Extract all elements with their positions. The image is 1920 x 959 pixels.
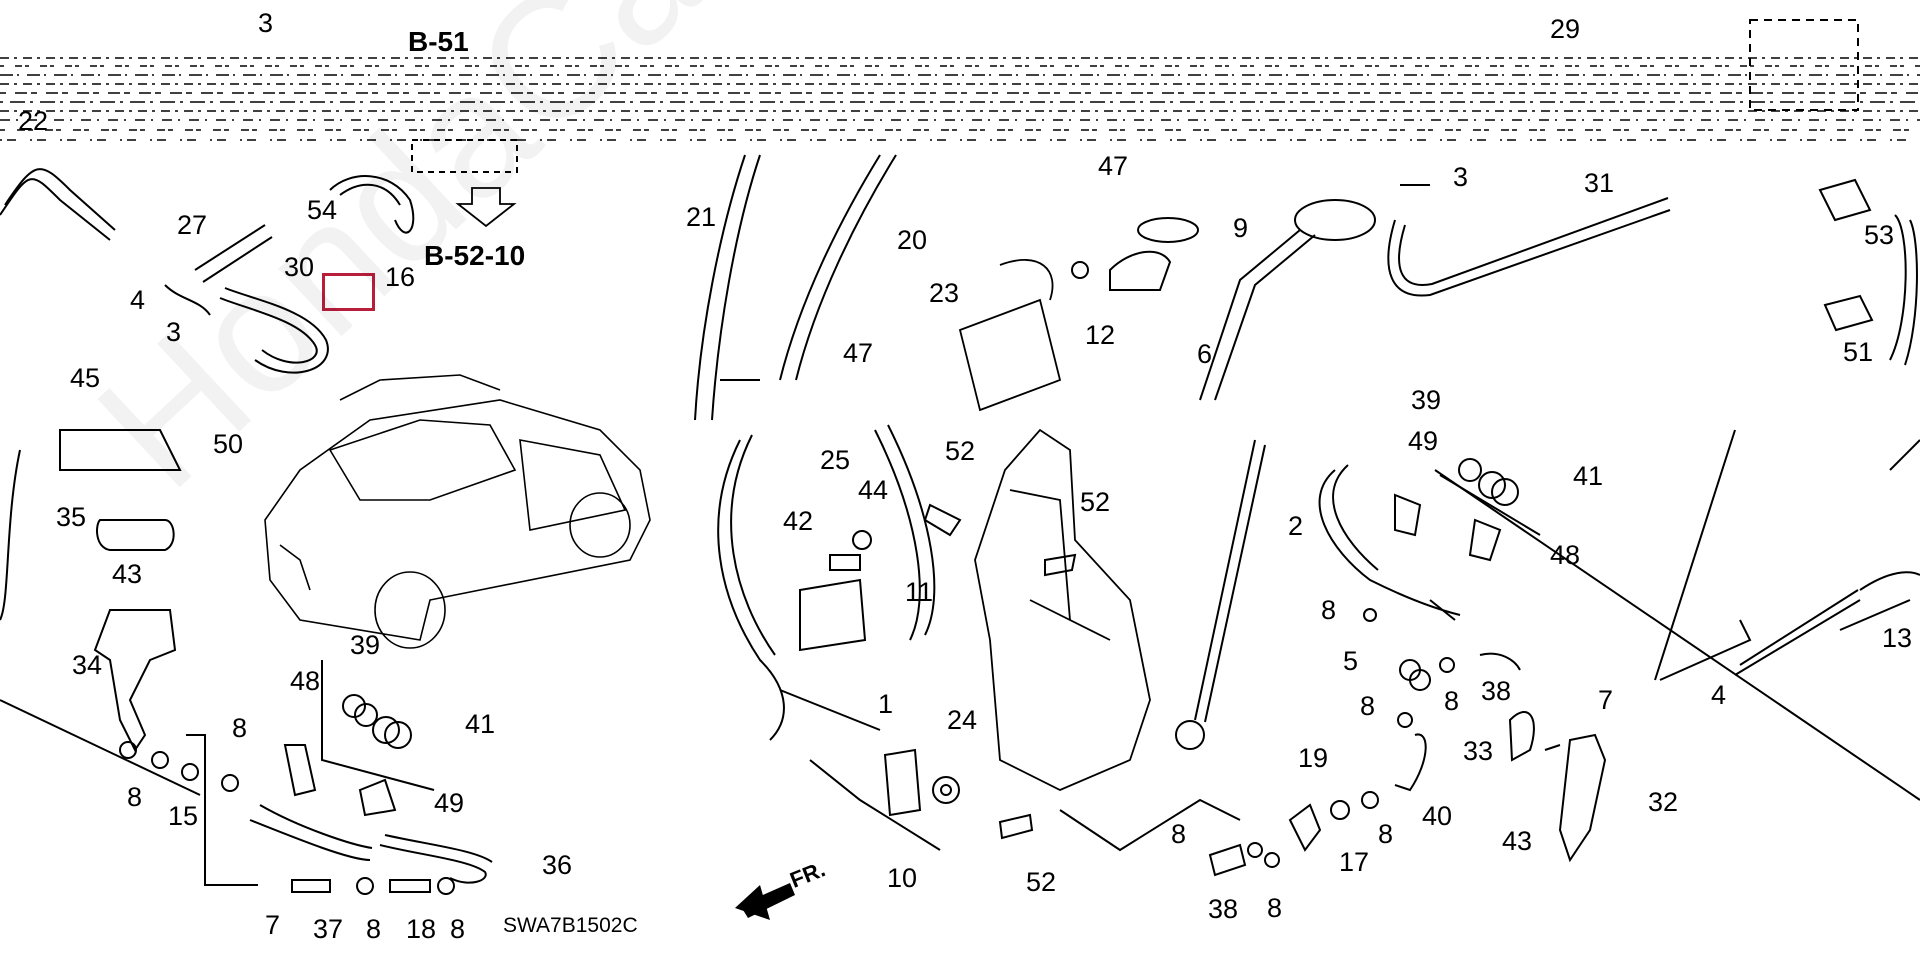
part-label-p6: 6	[1197, 339, 1213, 369]
part-label-p44: 44	[858, 475, 889, 505]
part-label-p30: 30	[284, 252, 315, 282]
part-label-p8_b: 8	[127, 782, 143, 812]
part-label-p51: 51	[1843, 337, 1874, 367]
part-label-p8_r4: 8	[1378, 819, 1394, 849]
part-label-p21: 21	[686, 202, 717, 232]
part-label-p12: 12	[1085, 320, 1116, 350]
part-label-p24: 24	[947, 705, 978, 735]
highlight-box	[322, 273, 375, 311]
part-label-p41_r: 41	[1573, 461, 1604, 491]
part-label-p39_l: 39	[350, 630, 381, 660]
diagram-code: SWA7B1502C	[503, 914, 638, 937]
part-label-p47_a: 47	[1098, 151, 1129, 181]
part-label-p8_c: 8	[366, 914, 382, 944]
part-label-p3_l: 3	[166, 317, 182, 347]
part-label-p42: 42	[783, 506, 814, 536]
part-label-p54: 54	[307, 195, 338, 225]
part-label-p39_r: 39	[1411, 385, 1442, 415]
part-label-p32: 32	[1648, 787, 1679, 817]
part-label-p10: 10	[887, 863, 918, 893]
part-label-p47_b: 47	[843, 338, 874, 368]
part-label-p8_d: 8	[450, 914, 466, 944]
part-label-p15: 15	[168, 801, 199, 831]
part-label-p4_l: 4	[130, 285, 146, 315]
part-label-p34: 34	[72, 650, 103, 680]
part-label-p53: 53	[1864, 220, 1895, 250]
part-label-p2: 2	[1288, 511, 1304, 541]
part-label-p20: 20	[897, 225, 928, 255]
part-label-p18: 18	[406, 914, 437, 944]
part-label-p19: 19	[1298, 743, 1329, 773]
ref-b51: B-51	[408, 26, 469, 57]
part-label-p48_l: 48	[290, 666, 321, 696]
part-label-p8_r1: 8	[1321, 595, 1337, 625]
part-label-p3_top: 3	[258, 8, 274, 38]
part-label-p8_r3: 8	[1444, 686, 1460, 716]
part-label-p45: 45	[70, 363, 101, 393]
part-label-p52_a: 52	[945, 436, 976, 466]
part-label-p13: 13	[1882, 623, 1913, 653]
car-outline	[264, 374, 651, 649]
part-label-p3_r: 3	[1453, 162, 1469, 192]
part-label-p48_r: 48	[1550, 540, 1581, 570]
part-label-p25: 25	[820, 445, 851, 475]
part-label-p23: 23	[929, 278, 960, 308]
part-label-p17: 17	[1339, 847, 1370, 877]
part-label-p8_a: 8	[232, 713, 248, 743]
part-label-p22: 22	[18, 106, 49, 136]
part-label-p8_r6: 8	[1267, 893, 1283, 923]
part-label-p11: 11	[905, 577, 934, 607]
part-label-p52_b: 52	[1080, 487, 1111, 517]
part-label-p40: 40	[1422, 801, 1453, 831]
part-label-p8_r5: 8	[1171, 819, 1187, 849]
part-label-p36: 36	[542, 850, 573, 880]
top-noise-band	[0, 57, 1920, 141]
part-label-p35: 35	[56, 502, 87, 532]
part-label-p7_l: 7	[265, 910, 281, 940]
part-label-p7_r: 7	[1598, 685, 1614, 715]
part-label-p31: 31	[1584, 168, 1615, 198]
part-label-p43_l: 43	[112, 559, 143, 589]
part-label-p43_r: 43	[1502, 826, 1533, 856]
washer-tank	[958, 259, 1151, 791]
part-label-p50: 50	[213, 429, 244, 459]
ref-b5210: B-52-10	[424, 240, 526, 271]
part-label-p29: 29	[1550, 14, 1581, 44]
part-label-p1: 1	[878, 689, 894, 719]
part-label-p4_r: 4	[1711, 680, 1727, 710]
part-label-p38_r: 38	[1481, 676, 1512, 706]
part-label-p16: 16	[385, 262, 416, 292]
part-label-p8_r2: 8	[1360, 691, 1376, 721]
part-label-p37: 37	[313, 914, 344, 944]
part-label-p9: 9	[1233, 213, 1249, 243]
part-label-p5: 5	[1343, 646, 1359, 676]
part-label-p33: 33	[1463, 736, 1494, 766]
part-label-p41_l: 41	[465, 709, 496, 739]
part-label-p52_c: 52	[1026, 867, 1057, 897]
part-label-p38_b: 38	[1208, 894, 1239, 924]
part-label-p27: 27	[177, 210, 208, 240]
part-label-p49_r: 49	[1408, 426, 1439, 456]
part-label-p49_l: 49	[434, 788, 465, 818]
